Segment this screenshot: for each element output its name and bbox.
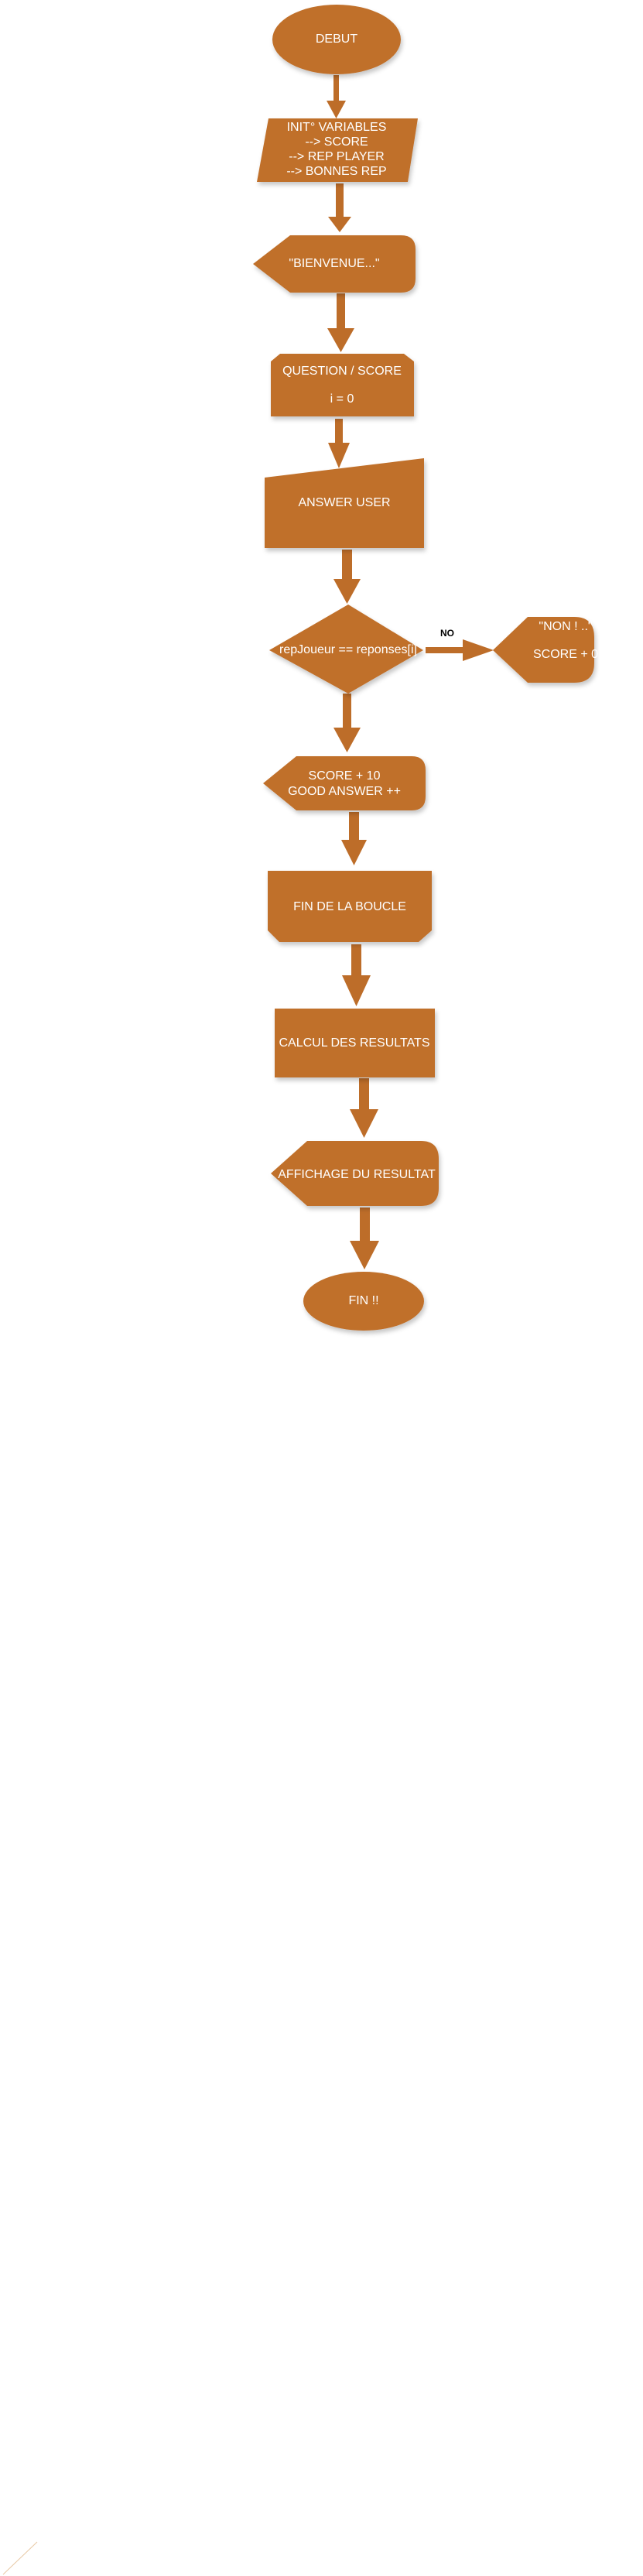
arrow-bienvenue-to-question bbox=[327, 293, 354, 352]
node-question-line: i = 0 bbox=[330, 392, 354, 406]
node-init-line: INIT° VARIABLES bbox=[287, 121, 387, 134]
node-fin-line: FIN !! bbox=[348, 1294, 378, 1307]
flow-arrows bbox=[327, 75, 494, 1269]
node-answer-line: ANSWER USER bbox=[298, 496, 390, 509]
flow-labels: DEBUT INIT° VARIABLES--> SCORE--> REP PLA… bbox=[278, 33, 598, 1307]
arrow-answer-to-decision bbox=[333, 550, 361, 604]
node-non-label: "NON ! .." SCORE + 0 bbox=[533, 620, 598, 661]
arrow-score-to-finboucle bbox=[341, 812, 367, 865]
node-answer-label: ANSWER USER bbox=[298, 496, 390, 509]
arrow-decision-to-non bbox=[426, 639, 494, 661]
edge-label-no: NO bbox=[440, 628, 454, 639]
node-question-line: QUESTION / SCORE bbox=[282, 365, 402, 378]
node-score-label: SCORE + 10 GOOD ANSWER ++ bbox=[288, 769, 401, 798]
node-calcul-shape bbox=[275, 1009, 435, 1077]
arrow-affichage-to-fin bbox=[350, 1208, 379, 1269]
node-bienvenue-label: "BIENVENUE..." bbox=[289, 257, 379, 270]
node-debut-label: DEBUT bbox=[316, 33, 357, 46]
node-finboucle-line: FIN DE LA BOUCLE bbox=[293, 900, 406, 913]
node-score-line: GOOD ANSWER ++ bbox=[288, 785, 401, 798]
corner-connector-line bbox=[2, 2541, 38, 2575]
node-affichage-line: AFFICHAGE DU RESULTAT bbox=[278, 1168, 436, 1181]
node-bienvenue-line: "BIENVENUE..." bbox=[289, 257, 379, 270]
node-fin-label: FIN !! bbox=[348, 1294, 378, 1307]
arrow-decision-to-score bbox=[333, 694, 361, 752]
node-answer-shape bbox=[265, 458, 424, 548]
node-decision-label: repJoueur == reponses[i] bbox=[279, 643, 417, 656]
node-score-shape bbox=[263, 756, 426, 810]
node-init-shape bbox=[257, 118, 418, 182]
node-non-shape bbox=[493, 617, 594, 683]
node-question-label: QUESTION / SCORE i = 0 bbox=[282, 365, 402, 406]
node-decision-line: repJoueur == reponses[i] bbox=[279, 643, 417, 656]
node-init-line: --> BONNES REP bbox=[286, 165, 386, 178]
node-init-line: --> REP PLAYER bbox=[289, 150, 384, 163]
node-finboucle-shape bbox=[268, 871, 432, 942]
node-fin-shape bbox=[303, 1272, 424, 1331]
arrow-question-to-answer bbox=[328, 419, 350, 468]
arrow-calcul-to-affichage bbox=[350, 1078, 378, 1138]
node-init-line: --> SCORE bbox=[305, 135, 368, 149]
arrow-debut-to-init bbox=[327, 75, 346, 118]
node-question-shape bbox=[271, 354, 414, 416]
node-non-line: "NON ! .." bbox=[539, 620, 592, 633]
node-finboucle-label: FIN DE LA BOUCLE bbox=[293, 900, 406, 913]
node-score-line: SCORE + 10 bbox=[309, 769, 381, 783]
node-non-line: SCORE + 0 bbox=[533, 648, 598, 661]
flow-shapes bbox=[253, 5, 594, 1331]
node-affichage-label: AFFICHAGE DU RESULTAT bbox=[278, 1168, 436, 1181]
node-affichage-shape bbox=[271, 1141, 439, 1206]
node-bienvenue-shape bbox=[253, 235, 416, 293]
node-calcul-label: CALCUL DES RESULTATS bbox=[279, 1036, 429, 1050]
arrow-finboucle-to-calcul bbox=[342, 944, 371, 1006]
node-decision-shape bbox=[269, 605, 423, 694]
node-debut-shape bbox=[272, 5, 401, 74]
node-calcul-line: CALCUL DES RESULTATS bbox=[279, 1036, 429, 1050]
arrow-init-to-bienvenue bbox=[328, 183, 351, 232]
node-debut-line: DEBUT bbox=[316, 33, 357, 46]
node-init-label: INIT° VARIABLES--> SCORE--> REP PLAYER --… bbox=[286, 121, 386, 178]
